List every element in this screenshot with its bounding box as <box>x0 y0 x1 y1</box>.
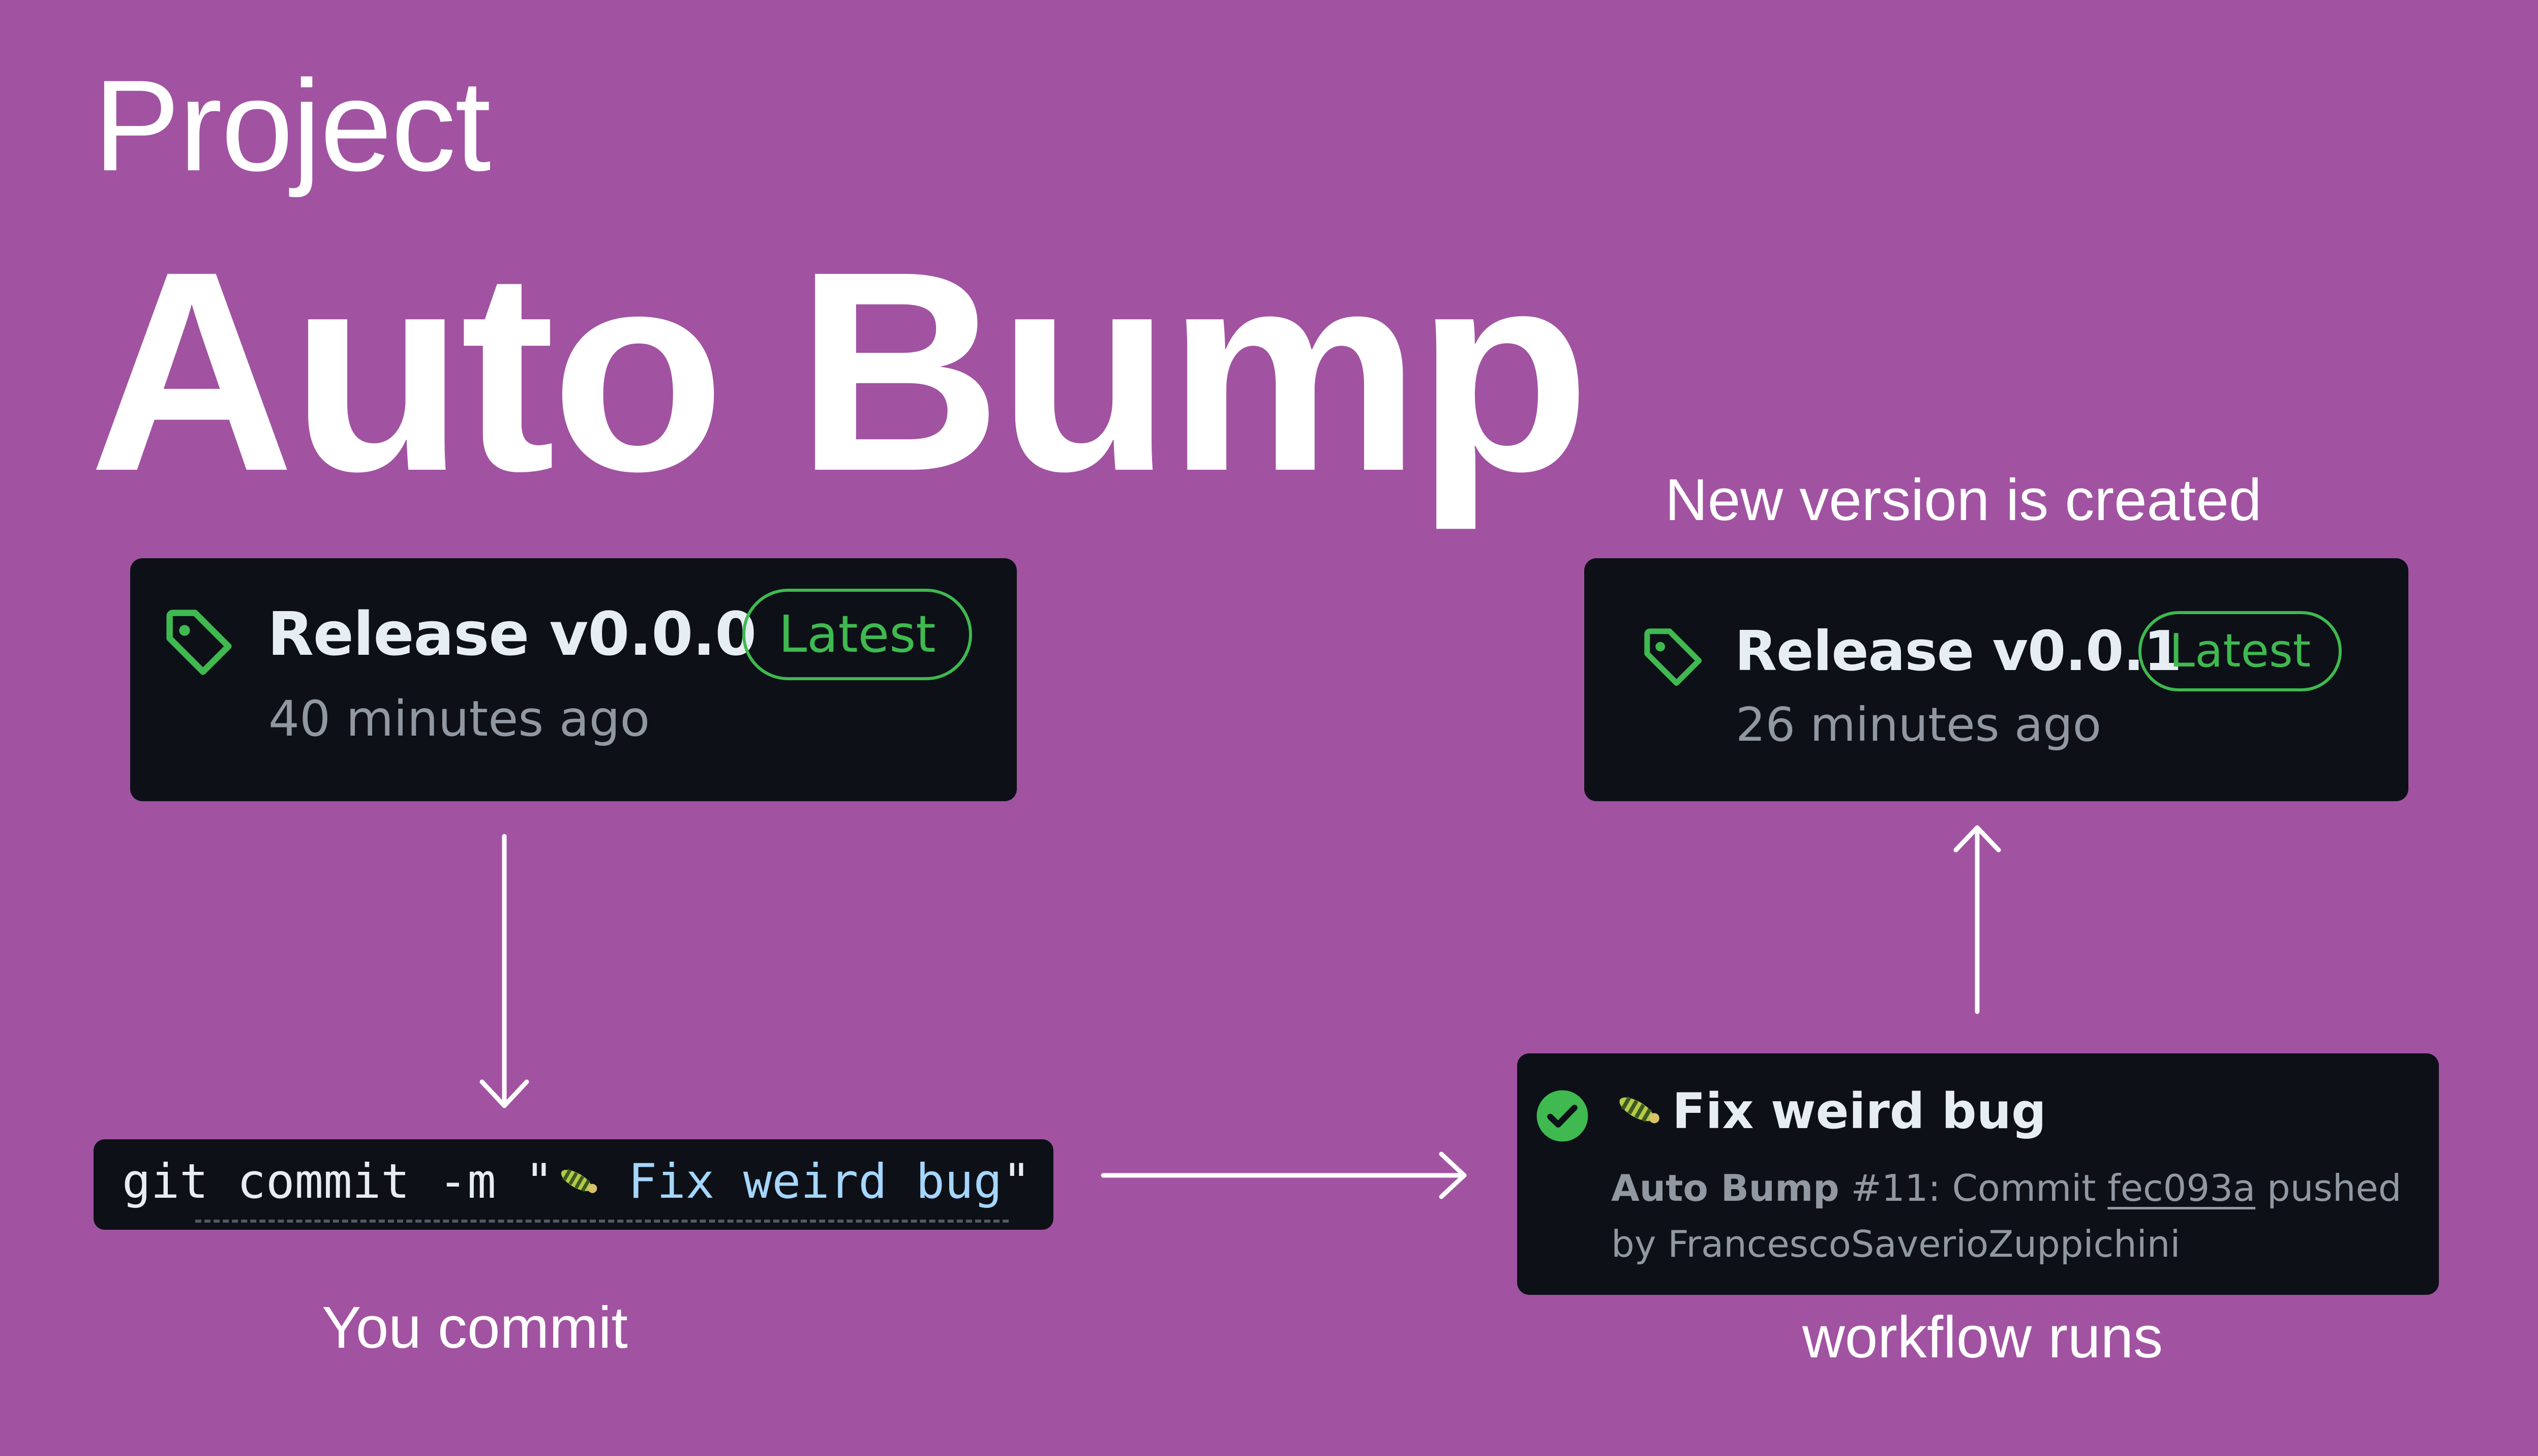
commit-sha-link[interactable]: fec093a <box>2107 1167 2256 1209</box>
release-title[interactable]: Release v0.0.1 <box>1735 620 2182 683</box>
author-name[interactable]: FrancescoSaverioZuppichini <box>1668 1223 2181 1265</box>
pushed-by-label: pushed by <box>1611 1167 2402 1265</box>
you-commit-caption: You commit <box>322 1294 628 1360</box>
check-circle-icon <box>1536 1090 1588 1142</box>
workflow-run-title[interactable]: Fix weird bug <box>1672 1083 2046 1140</box>
main-title: Auto Bump <box>89 212 1590 530</box>
workflow-name[interactable]: Auto Bump <box>1611 1167 1839 1209</box>
bug-emoji <box>1611 1084 1662 1137</box>
bug-emoji <box>554 1154 599 1209</box>
run-number: #11: Commit <box>1851 1167 2096 1209</box>
arrow-down-icon <box>479 834 529 1108</box>
release-title[interactable]: Release v0.0.0 <box>267 599 757 669</box>
release-card-before[interactable]: Release v0.0.0 Latest 40 minutes ago <box>130 558 1017 801</box>
commit-command-line: git commit -m " Fix weird bug" <box>122 1154 1031 1209</box>
arrow-right-icon <box>1101 1151 1467 1199</box>
workflow-run-meta: Auto Bump #11: Commit fec093a pushed by … <box>1611 1160 2404 1272</box>
git-commit-terminal: git commit -m " Fix weird bug" <box>94 1139 1053 1230</box>
commit-message: Fix weird bug <box>628 1154 1003 1209</box>
latest-badge: Latest <box>2138 611 2342 691</box>
release-time: 26 minutes ago <box>1736 697 2102 752</box>
new-version-caption: New version is created <box>1665 467 2262 533</box>
tag-icon <box>166 610 232 675</box>
release-time: 40 minutes ago <box>268 690 650 747</box>
tag-icon <box>1644 628 1702 686</box>
arrow-up-icon <box>1953 825 2001 1014</box>
release-card-after[interactable]: Release v0.0.1 Latest 26 minutes ago <box>1584 558 2408 801</box>
latest-badge: Latest <box>742 589 972 680</box>
project-label: Project <box>94 53 491 198</box>
workflow-runs-caption: workflow runs <box>1802 1304 2163 1370</box>
commit-command: git commit -m <box>122 1154 496 1209</box>
workflow-run-card[interactable]: Fix weird bug Auto Bump #11: Commit fec0… <box>1517 1053 2439 1295</box>
clipped-next-line <box>195 1220 1009 1230</box>
